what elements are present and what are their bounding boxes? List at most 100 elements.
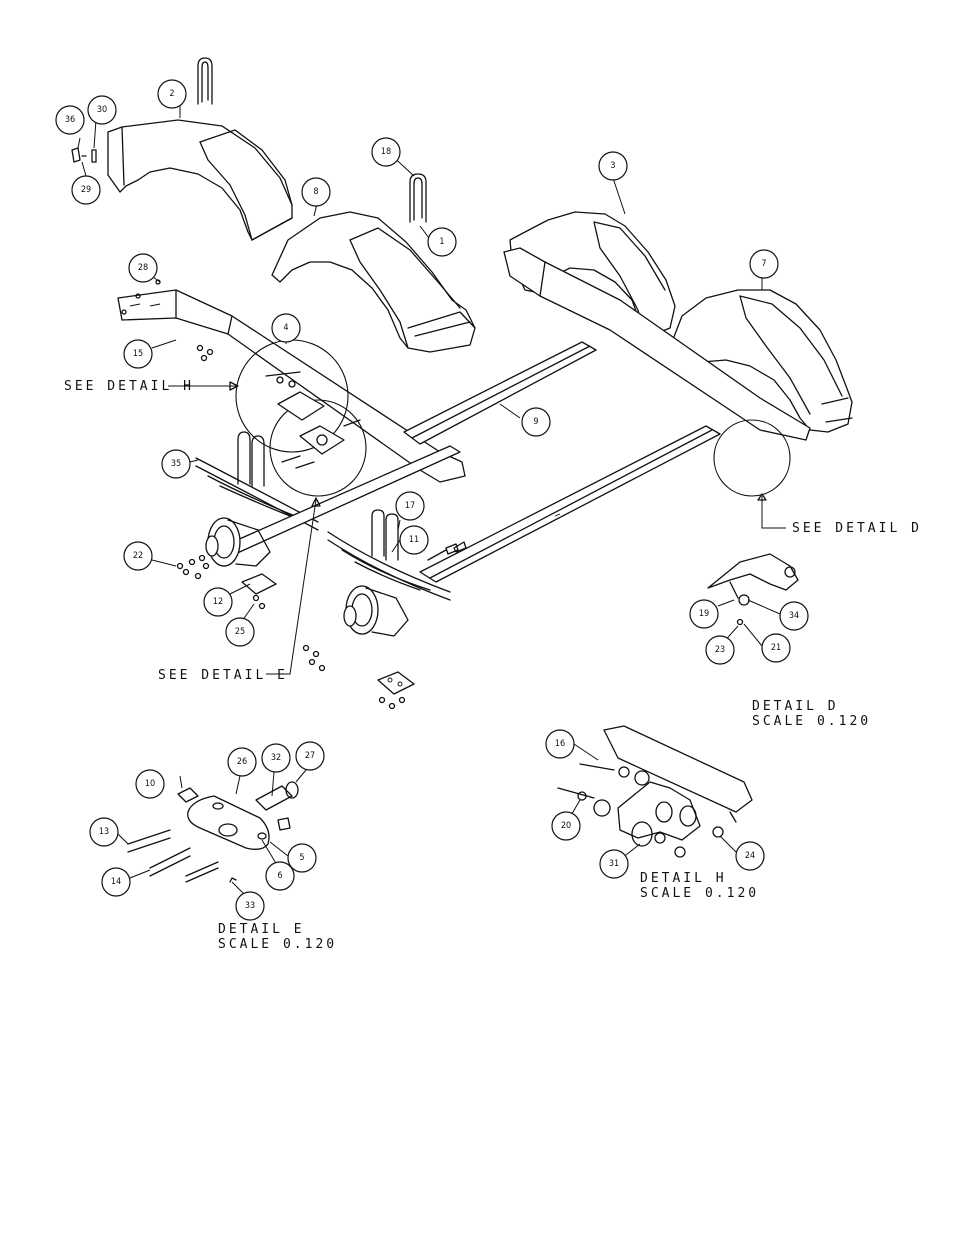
u-bolts-front xyxy=(237,431,265,487)
svg-text:6: 6 xyxy=(277,871,282,881)
svg-text:4: 4 xyxy=(283,323,288,333)
callout-4: 4 xyxy=(271,313,301,343)
callout-10: 10 xyxy=(135,769,165,799)
svg-text:3: 3 xyxy=(610,161,615,171)
callout-30: 30 xyxy=(87,95,117,125)
detail-h-drawing xyxy=(557,725,753,858)
svg-text:25: 25 xyxy=(235,627,245,637)
see-detail-h-label: SEE DETAIL H xyxy=(64,379,194,394)
svg-text:27: 27 xyxy=(305,751,315,761)
svg-text:24: 24 xyxy=(745,851,755,861)
u-bolts-rear xyxy=(371,509,399,561)
svg-text:14: 14 xyxy=(111,877,121,887)
spring-seat-plate-rear xyxy=(377,671,415,695)
svg-text:10: 10 xyxy=(145,779,155,789)
callout-36: 36 xyxy=(55,105,85,135)
svg-text:22: 22 xyxy=(133,551,143,561)
callout-34: 34 xyxy=(779,601,809,631)
callout-21: 21 xyxy=(761,633,791,663)
callout-2: 2 xyxy=(157,79,187,109)
detail-d-scale: SCALE 0.120 xyxy=(752,714,871,729)
svg-text:1: 1 xyxy=(439,237,444,247)
detail-h-title: DETAIL H xyxy=(640,871,727,886)
svg-text:17: 17 xyxy=(405,501,415,511)
callout-16: 16 xyxy=(545,729,575,759)
svg-text:19: 19 xyxy=(699,609,709,619)
svg-text:11: 11 xyxy=(409,535,419,545)
callout-13: 13 xyxy=(89,817,119,847)
svg-text:28: 28 xyxy=(138,263,148,273)
callout-14: 14 xyxy=(101,867,131,897)
svg-text:30: 30 xyxy=(97,105,107,115)
callout-32: 32 xyxy=(261,743,291,773)
step-handle-top xyxy=(197,57,213,105)
fender-rear-left xyxy=(271,211,476,353)
callout-20: 20 xyxy=(551,811,581,841)
svg-text:2: 2 xyxy=(169,89,174,99)
callout-18: 18 xyxy=(371,137,401,167)
detail-d-arrow xyxy=(761,496,786,529)
svg-text:34: 34 xyxy=(789,611,799,621)
callout-26: 26 xyxy=(227,747,257,777)
detail-e-drawing xyxy=(127,781,299,883)
detail-h-scale: SCALE 0.120 xyxy=(640,886,759,901)
callout-27: 27 xyxy=(295,741,325,771)
callout-1: 1 xyxy=(427,227,457,257)
callout-24: 24 xyxy=(735,841,765,871)
callout-23: 23 xyxy=(705,635,735,665)
svg-text:8: 8 xyxy=(313,187,318,197)
callout-3: 3 xyxy=(598,151,628,181)
svg-text:35: 35 xyxy=(171,459,181,469)
hub-drum-rear xyxy=(343,585,409,637)
spring-seat-plate-front xyxy=(241,573,277,595)
loose-bolts-17-11 xyxy=(427,541,467,561)
svg-text:12: 12 xyxy=(213,597,223,607)
see-detail-e-label: SEE DETAIL E xyxy=(158,668,288,683)
svg-text:5: 5 xyxy=(299,853,304,863)
callout-22: 22 xyxy=(123,541,153,571)
svg-text:9: 9 xyxy=(533,417,538,427)
detail-e-title: DETAIL E xyxy=(218,922,305,937)
callout-29: 29 xyxy=(71,175,101,205)
frame-rail-right xyxy=(503,247,811,441)
callout-35: 35 xyxy=(161,449,191,479)
detail-e-region-circle xyxy=(269,399,367,497)
callout-7: 7 xyxy=(749,249,779,279)
svg-text:31: 31 xyxy=(609,859,619,869)
leaf-spring-rear xyxy=(327,531,451,601)
fender-rear-right xyxy=(671,289,853,433)
callout-31: 31 xyxy=(599,849,629,879)
svg-text:33: 33 xyxy=(245,901,255,911)
svg-text:26: 26 xyxy=(237,757,247,767)
hardware-36-30-29 xyxy=(71,147,97,163)
callout-17: 17 xyxy=(395,491,425,521)
frame-rail-left xyxy=(117,289,466,483)
detail-h-inner-parts xyxy=(265,371,361,469)
callout-8: 8 xyxy=(301,177,331,207)
callout-28: 28 xyxy=(128,253,158,283)
detail-d-region-circle xyxy=(713,419,791,497)
crossmember-9 xyxy=(403,341,597,445)
svg-text:20: 20 xyxy=(561,821,571,831)
svg-text:15: 15 xyxy=(133,349,143,359)
callout-25: 25 xyxy=(225,617,255,647)
svg-text:23: 23 xyxy=(715,645,725,655)
svg-text:13: 13 xyxy=(99,827,109,837)
svg-text:36: 36 xyxy=(65,115,75,125)
callout-11: 11 xyxy=(399,525,429,555)
svg-text:18: 18 xyxy=(381,147,391,157)
see-detail-d-label: SEE DETAIL D xyxy=(792,521,922,536)
step-handle-item-18 xyxy=(409,173,427,223)
svg-text:32: 32 xyxy=(271,753,281,763)
detail-e-scale: SCALE 0.120 xyxy=(218,937,337,952)
callout-9: 9 xyxy=(521,407,551,437)
callout-19: 19 xyxy=(689,599,719,629)
detail-d-title: DETAIL D xyxy=(752,699,839,714)
callout-5: 5 xyxy=(287,843,317,873)
hub-drum-front xyxy=(205,517,271,567)
svg-text:29: 29 xyxy=(81,185,91,195)
detail-e-arrow xyxy=(266,499,317,675)
svg-text:21: 21 xyxy=(771,643,781,653)
callout-6: 6 xyxy=(265,861,295,891)
